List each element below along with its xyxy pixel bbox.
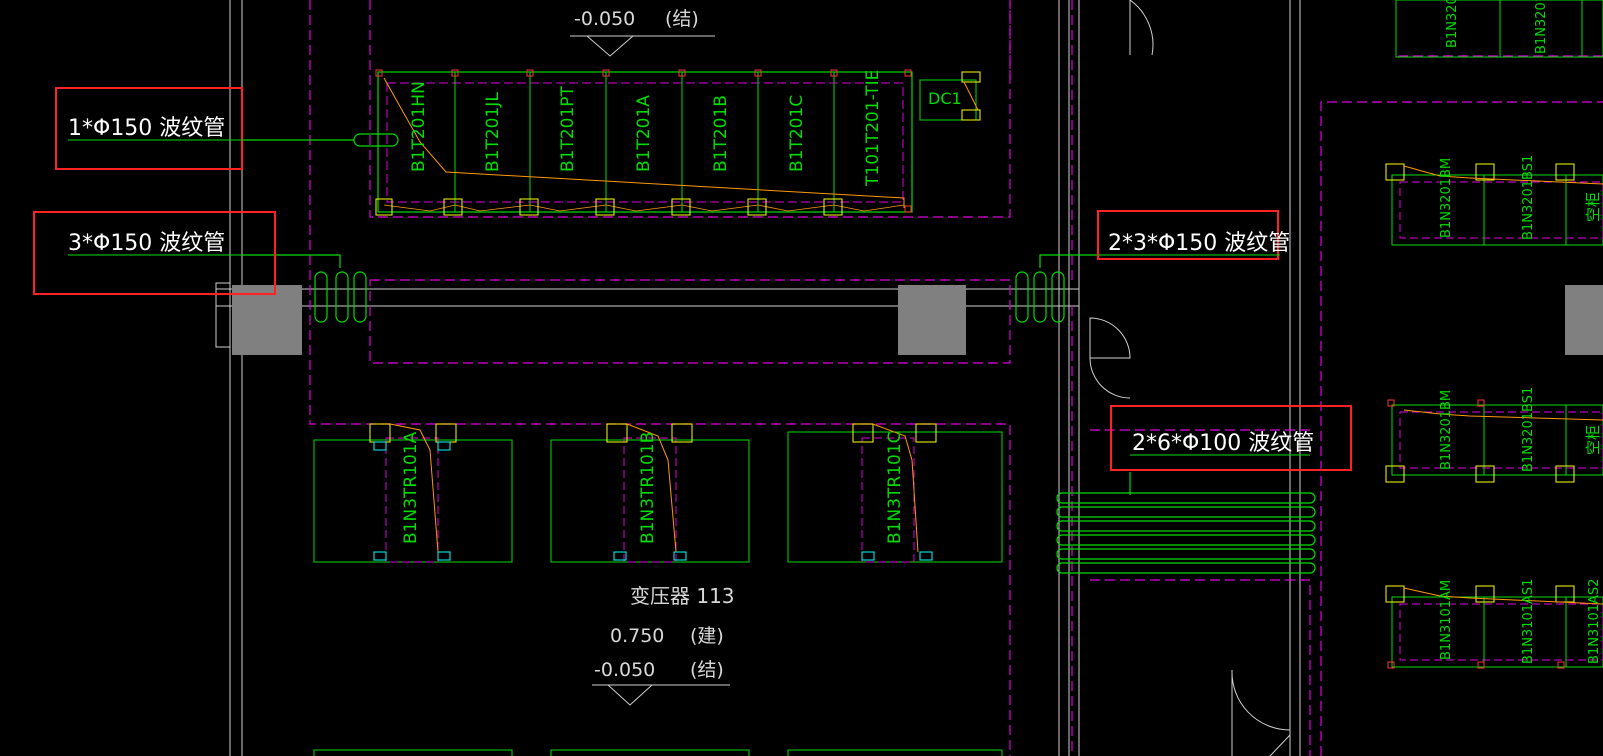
panel-label: B1T201HN [409, 81, 429, 172]
panel-label: 空柜 [1584, 425, 1602, 455]
panel-label: B1N3101AM [1439, 580, 1454, 660]
right-panel-row-1: B1N3201BM B1N3201BS1 空柜 [1385, 155, 1603, 246]
transformer-1: B1N3TR101A [313, 423, 513, 563]
elevation-arch-value: 0.750 [610, 625, 664, 647]
transformer-label: B1N3TR101B [638, 432, 658, 544]
callout-3-text: 2*3*Φ150 波纹管 [1108, 231, 1290, 256]
room-boundaries [309, 0, 1603, 756]
transformer-3: B1N3TR101C [787, 423, 1003, 563]
bottom-panel-outlines [313, 749, 1003, 756]
callout-3[interactable]: 2*3*Φ150 波纹管 [1097, 210, 1290, 260]
callout-1[interactable]: 1*Φ150 波纹管 [55, 87, 243, 170]
elevation-value: -0.050 [574, 8, 635, 30]
elevation-struct-note: (结) [690, 659, 724, 681]
transformer-label: B1N3TR101A [401, 431, 421, 544]
panel-label: 空柜 [1584, 192, 1602, 222]
column-right [1565, 285, 1603, 355]
transformer-label: B1N3TR101C [885, 431, 905, 544]
panel-label: B1N3201BM [1439, 390, 1454, 470]
elevation-note: (结) [665, 8, 699, 30]
panel-label: T101T201-TIE [863, 70, 883, 187]
right-panel-row-2: B1N3201BM B1N3201BS1 空柜 [1385, 387, 1603, 483]
callout-1-text: 1*Φ150 波纹管 [68, 116, 225, 141]
panel-label: B1T201JL [483, 92, 503, 172]
transformer-2: B1N3TR101B [550, 423, 750, 563]
panel-label: B1N3201BS1 [1521, 155, 1536, 240]
callout-2[interactable]: 3*Φ150 波纹管 [33, 211, 276, 295]
panel-label: B1T201PT [558, 85, 578, 172]
column-mid [898, 285, 966, 355]
panel-label: B1N3101AS2 [1587, 579, 1602, 664]
panel-label: B1N3201C [1534, 0, 1549, 54]
column-left [232, 285, 302, 355]
panel-label: B1T201B [711, 95, 731, 172]
right-panel-row-3: B1N3101AM B1N3101AS1 B1N3101AS2 [1385, 579, 1603, 669]
panel-label: B1N3101AS1 [1521, 579, 1536, 664]
callout-2-text: 3*Φ150 波纹管 [68, 231, 225, 256]
callout-4[interactable]: 2*6*Φ100 波纹管 [1110, 405, 1352, 471]
elevation-struct-value: -0.050 [594, 659, 655, 681]
right-panel-top: B1N3201C B1N3201C [1395, 0, 1603, 58]
switchgear-panel-top: DC1 B1T201HN B1T201JL B1T201PT B1T201A B… [375, 69, 981, 216]
panel-label: B1N3201BS1 [1521, 387, 1536, 472]
panel-label: B1T201C [787, 95, 807, 172]
panel-label: B1N3201BM [1439, 158, 1454, 238]
panel-label: B1N3201C [1445, 0, 1460, 48]
panel-label: B1T201A [634, 95, 654, 172]
elevation-marker-top: -0.050 (结) [570, 8, 715, 57]
callout-4-text: 2*6*Φ100 波纹管 [1132, 431, 1314, 456]
room-label: 变压器 113 [630, 584, 735, 608]
door-swings [1089, 0, 1291, 756]
elevation-marker-bottom: 0.750 (建) -0.050 (结) [592, 625, 730, 706]
elevation-arch-note: (建) [690, 625, 724, 647]
dc1-label: DC1 [928, 89, 962, 108]
panel-labels-top: B1T201HN B1T201JL B1T201PT B1T201A B1T20… [409, 70, 883, 187]
